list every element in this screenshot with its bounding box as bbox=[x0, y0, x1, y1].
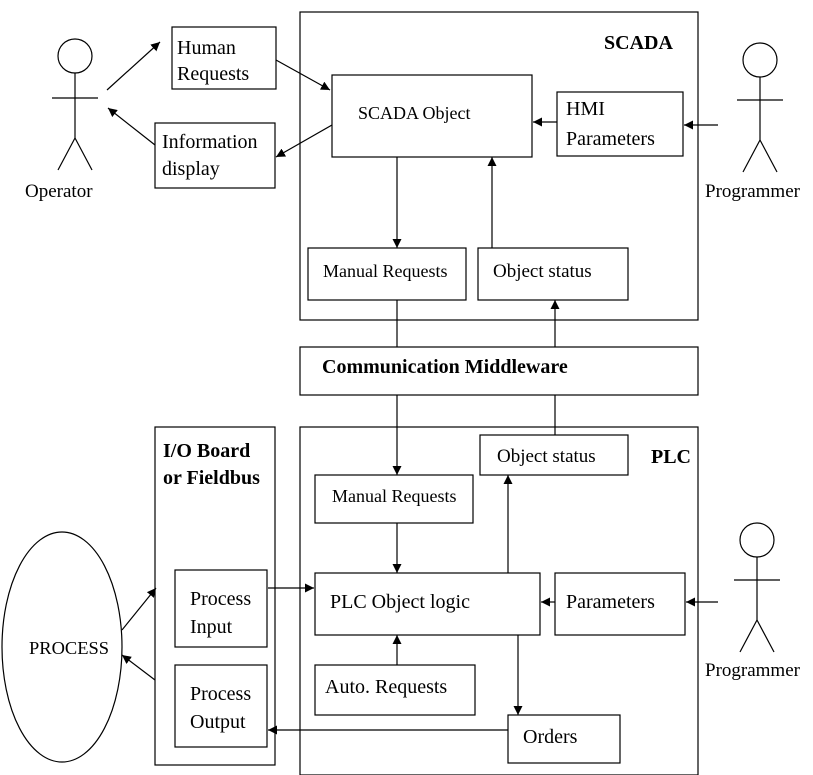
information-display-line2: display bbox=[162, 158, 220, 180]
operator-figure-icon bbox=[52, 38, 98, 171]
hmi-label-line2: Parameters bbox=[566, 128, 655, 150]
process-input-box bbox=[174, 569, 268, 648]
information-display-box bbox=[154, 122, 276, 189]
plc-title: PLC bbox=[651, 446, 691, 468]
plc-object-status-box bbox=[479, 434, 629, 476]
auto-requests-box bbox=[314, 664, 476, 716]
plc-object-status-label: Object status bbox=[497, 446, 596, 467]
hmi-parameters-box bbox=[556, 91, 684, 157]
arrow-operator-to-human-requests bbox=[106, 41, 161, 91]
plc-manual-requests-box bbox=[314, 474, 474, 524]
io-board-title-line1: I/O Board bbox=[163, 440, 250, 462]
scada-object-status-label: Object status bbox=[493, 261, 592, 282]
io-board-title-line2: or Fieldbus bbox=[163, 467, 260, 489]
plc-parameters-box bbox=[554, 572, 686, 636]
process-label: PROCESS bbox=[29, 638, 109, 658]
plc-manual-requests-label: Manual Requests bbox=[332, 486, 456, 506]
plc-programmer-figure-icon bbox=[734, 522, 780, 653]
plc-parameters-label: Parameters bbox=[566, 591, 655, 613]
scada-manual-requests-box bbox=[307, 247, 467, 301]
arrow-scada-object-to-info-display bbox=[275, 124, 333, 158]
human-requests-line2: Requests bbox=[177, 63, 249, 85]
scada-object-box bbox=[331, 74, 533, 158]
arrow-info-display-to-operator bbox=[107, 107, 156, 146]
plc-programmer-label: Programmer bbox=[705, 660, 801, 681]
process-input-line1: Process bbox=[190, 588, 251, 610]
scada-object-status-box bbox=[477, 247, 629, 301]
plc-object-logic-label: PLC Object logic bbox=[330, 591, 470, 613]
process-output-box bbox=[174, 664, 268, 748]
arrow-process-to-io-board bbox=[121, 587, 157, 631]
hmi-label-line1: HMI bbox=[566, 98, 605, 120]
human-requests-line1: Human bbox=[177, 37, 236, 59]
scada-object-label: SCADA Object bbox=[358, 103, 471, 123]
human-requests-box bbox=[171, 26, 277, 90]
middleware-label: Communication Middleware bbox=[322, 356, 568, 378]
scada-manual-requests-label: Manual Requests bbox=[323, 261, 447, 281]
process-output-line1: Process bbox=[190, 683, 251, 705]
scada-programmer-label: Programmer bbox=[705, 181, 801, 202]
arrow-io-board-to-process bbox=[121, 654, 156, 681]
orders-box bbox=[507, 714, 621, 764]
process-input-line2: Input bbox=[190, 616, 233, 638]
auto-requests-label: Auto. Requests bbox=[325, 676, 447, 698]
orders-label: Orders bbox=[523, 726, 578, 748]
operator-label: Operator bbox=[25, 181, 93, 202]
scada-programmer-figure-icon bbox=[737, 42, 783, 173]
plc-object-logic-box bbox=[314, 572, 541, 636]
process-output-line2: Output bbox=[190, 711, 246, 733]
arrow-human-requests-to-scada-object bbox=[275, 59, 331, 91]
information-display-line1: Information bbox=[162, 131, 258, 153]
scada-title: SCADA bbox=[604, 32, 673, 54]
communication-middleware-box bbox=[299, 346, 699, 396]
process-ellipse bbox=[1, 531, 123, 763]
